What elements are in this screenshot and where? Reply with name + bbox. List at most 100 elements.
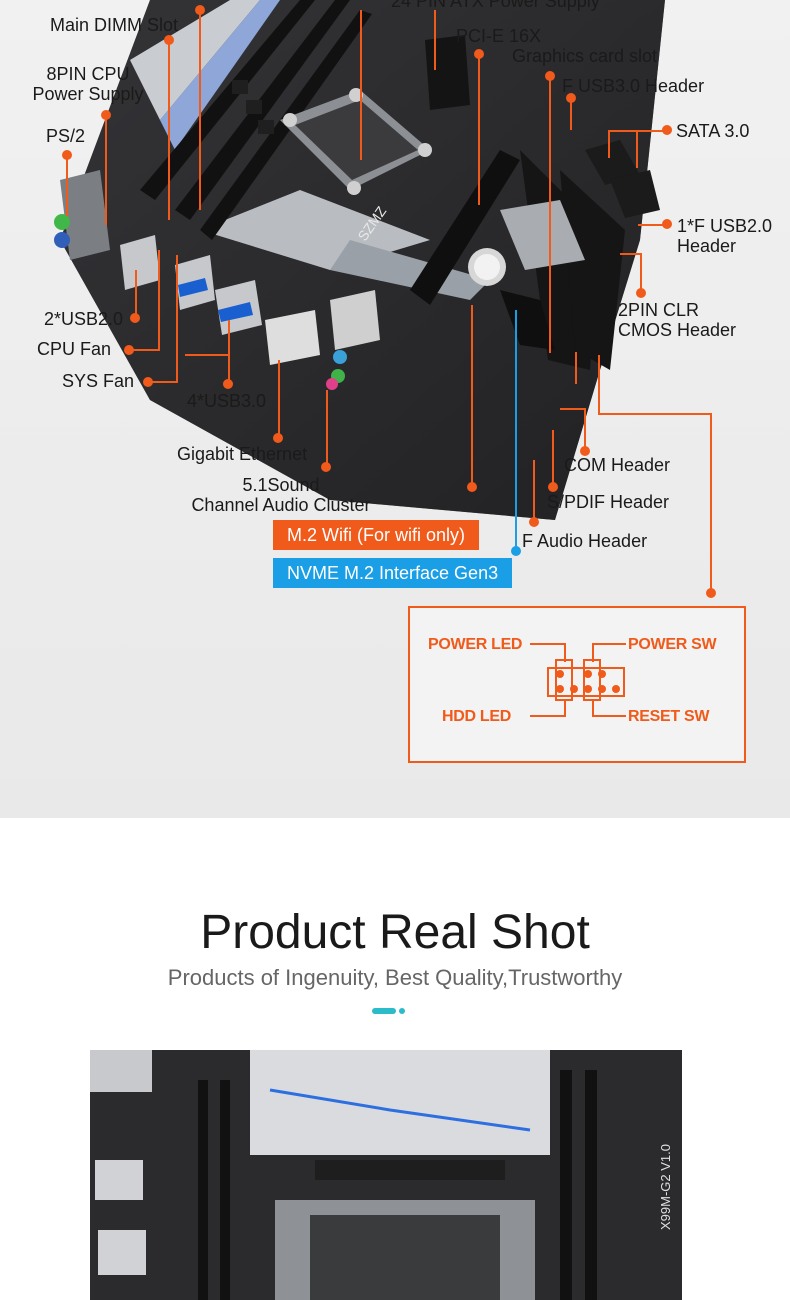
tag-m2-wifi: M.2 Wifi (For wifi only) [273, 520, 480, 550]
label-sata: SATA 3.0 [676, 121, 750, 141]
pin [584, 685, 592, 693]
leader-dot [662, 219, 672, 229]
leader-line [434, 10, 436, 70]
leader-line [66, 156, 68, 216]
leader-dot [273, 433, 283, 443]
leader-dot [467, 482, 477, 492]
leader-line [598, 413, 712, 415]
leader-dot [529, 517, 539, 527]
leader-line [471, 305, 473, 485]
leader-line [560, 408, 586, 410]
leader-dot [130, 313, 140, 323]
label-f-audio: F Audio Header [522, 531, 648, 551]
label-f-usb2-line2: Header [677, 236, 737, 256]
leader-line [176, 255, 178, 382]
leader-line [150, 381, 178, 383]
label-sys-fan: SYS Fan [62, 371, 135, 391]
leader-dot [545, 71, 555, 81]
leader-line [640, 253, 642, 293]
product-photo: X99M-G2 V1.0 [90, 1050, 682, 1300]
leader-line [105, 115, 107, 225]
leader-line [636, 130, 638, 168]
leader-line-nvme [515, 310, 517, 550]
leader-line [598, 355, 600, 415]
label-main-dimm: Main DIMM Slot [50, 15, 179, 35]
leader-line [168, 40, 170, 220]
leader-dot [124, 345, 134, 355]
label-usb2: 2*USB2.0 [44, 309, 124, 329]
pin-header-graphic [530, 643, 626, 717]
tag-nvme: NVME M.2 Interface Gen3 [273, 558, 513, 588]
leader-dot [62, 150, 72, 160]
label-spdif: S/PDIF Header [547, 492, 670, 512]
label-com: COM Header [564, 455, 671, 475]
leader-dot [474, 49, 484, 59]
title-divider-dot [399, 1008, 405, 1014]
pin [612, 685, 620, 693]
leader-line [158, 250, 160, 351]
leader-dot [143, 377, 153, 387]
leader-dot [195, 5, 205, 15]
leader-line [549, 78, 551, 353]
leader-line [199, 10, 201, 210]
leader-line [128, 349, 158, 351]
label-hdd-led: HDD LED [442, 708, 512, 725]
label-clr-cmos-line1: 2PIN CLR [618, 300, 700, 320]
label-pcie-line1: PCI-E 16X [456, 26, 542, 46]
section-subtitle: Products of Ingenuity, Best Quality,Trus… [167, 965, 623, 990]
label-atx-power: 24 PIN ATX Power Supply [391, 0, 600, 11]
leader-line [278, 360, 280, 435]
leader-line [552, 430, 554, 485]
annotated-diagram-section: SZMZ 24 PIN ATX Power Supply Main DIMM S… [0, 0, 790, 818]
label-gigabit: Gigabit Ethernet [177, 444, 308, 464]
front-panel-diagram: POWER LED POWER SW HDD LED RESET SW [408, 606, 746, 763]
leader-dot-nvme [511, 546, 521, 556]
label-power-sw: POWER SW [628, 636, 717, 653]
leader-line [185, 354, 230, 356]
label-cpu-power-line1: 8PIN CPU [46, 64, 130, 84]
label-f-usb3: F USB3.0 Header [562, 76, 705, 96]
leader-line [135, 270, 137, 314]
leader-line [575, 352, 577, 384]
leader-dot [101, 110, 111, 120]
leader-dot [566, 93, 576, 103]
leader-dot [706, 588, 716, 598]
leader-dot [223, 379, 233, 389]
pin [570, 685, 578, 693]
leader-line [360, 10, 362, 160]
leader-dot [662, 125, 672, 135]
leader-line [326, 390, 328, 465]
leader-line [638, 224, 664, 226]
pin [556, 670, 564, 678]
leader-dot [580, 446, 590, 456]
leader-dot [548, 482, 558, 492]
label-reset-sw: RESET SW [628, 708, 710, 725]
title-divider [372, 1008, 396, 1014]
pin [584, 670, 592, 678]
leader-line [608, 130, 610, 158]
label-cpu-fan: CPU Fan [37, 339, 112, 359]
leader-line [710, 413, 712, 593]
pin [598, 670, 606, 678]
label-audio-line1: 5.1Sound [242, 475, 320, 495]
label-audio-line2: Channel Audio Cluster [191, 495, 371, 515]
label-cpu-power-line2: Power Supply [32, 84, 144, 104]
leader-dot [321, 462, 331, 472]
leader-line [620, 253, 642, 255]
leader-dot [636, 288, 646, 298]
pin [556, 685, 564, 693]
leader-line [570, 98, 572, 130]
label-pcie-line2: Graphics card slot [512, 46, 658, 66]
motherboard-illustration: SZMZ [54, 0, 665, 520]
leader-line [584, 408, 586, 450]
label-clr-cmos-line2: CMOS Header [618, 320, 737, 340]
label-usb3: 4*USB3.0 [187, 391, 267, 411]
leader-line [478, 55, 480, 205]
leader-line [228, 320, 230, 380]
section-title: Product Real Shot [200, 906, 590, 959]
label-ps2: PS/2 [46, 126, 86, 146]
leader-dot [164, 35, 174, 45]
pin [598, 685, 606, 693]
product-model-mark: X99M-G2 V1.0 [658, 1144, 673, 1230]
leader-line [533, 460, 535, 520]
